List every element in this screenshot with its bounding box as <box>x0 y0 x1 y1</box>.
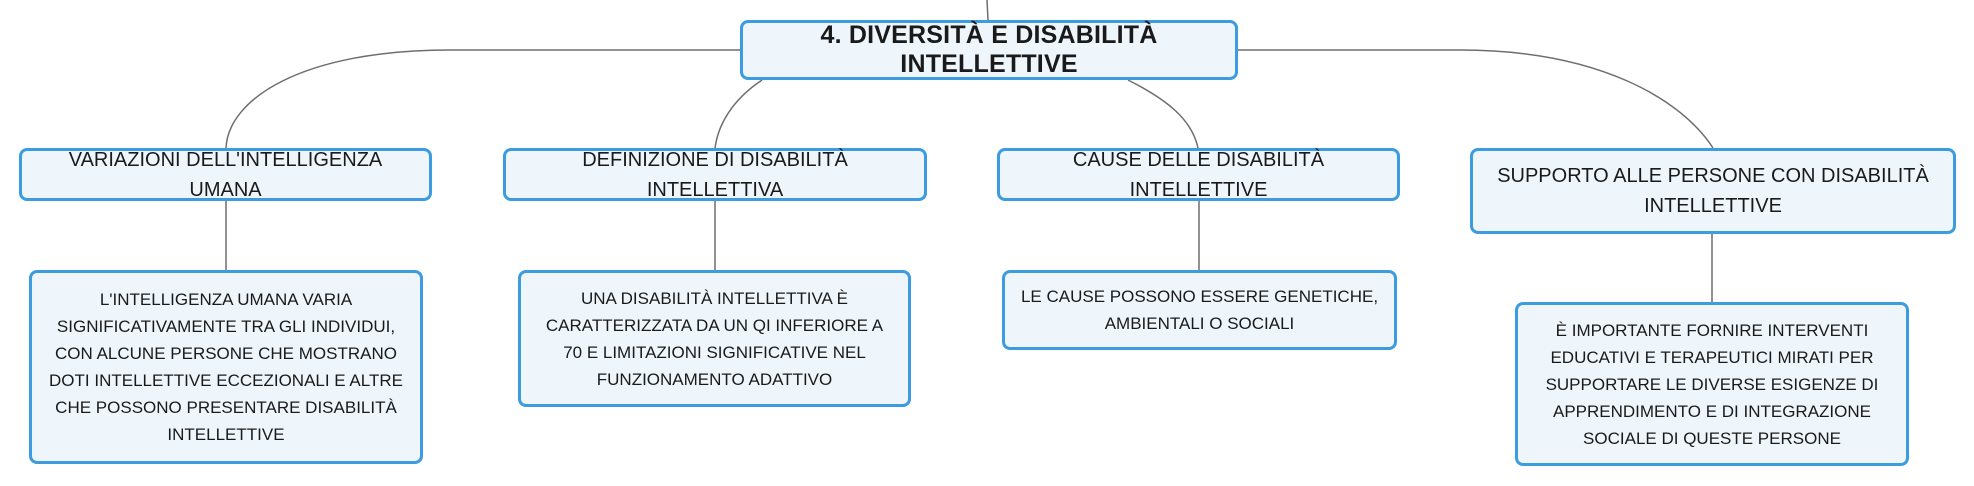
detail-definizione-disabilita[interactable]: UNA DISABILITÀ INTELLETTIVA È CARATTERIZ… <box>518 270 911 407</box>
root-topic[interactable]: 4. DIVERSITÀ E DISABILITÀ INTELLETTIVE <box>740 20 1238 80</box>
connector-root-to-supporto <box>1238 49 1714 149</box>
connector-root-to-variazioni <box>225 49 740 149</box>
connector-parent-stub <box>986 0 989 21</box>
branch-supporto-persone[interactable]: SUPPORTO ALLE PERSONE CON DISABILITÀ INT… <box>1470 148 1956 234</box>
connector-root-to-cause <box>1127 79 1199 149</box>
branch-variazioni-intelligenza[interactable]: VARIAZIONI DELL'INTELLIGENZA UMANA <box>19 148 432 201</box>
branch-cause-disabilita[interactable]: CAUSE DELLE DISABILITÀ INTELLETTIVE <box>997 148 1400 201</box>
detail-supporto-persone[interactable]: È IMPORTANTE FORNIRE INTERVENTI EDUCATIV… <box>1515 302 1909 466</box>
detail-cause-disabilita[interactable]: LE CAUSE POSSONO ESSERE GENETICHE, AMBIE… <box>1002 270 1397 350</box>
detail-variazioni-intelligenza[interactable]: L'INTELLIGENZA UMANA VARIA SIGNIFICATIVA… <box>29 270 423 464</box>
connector-root-to-definizione <box>714 79 763 149</box>
branch-definizione-disabilita[interactable]: DEFINIZIONE DI DISABILITÀ INTELLETTIVA <box>503 148 927 201</box>
